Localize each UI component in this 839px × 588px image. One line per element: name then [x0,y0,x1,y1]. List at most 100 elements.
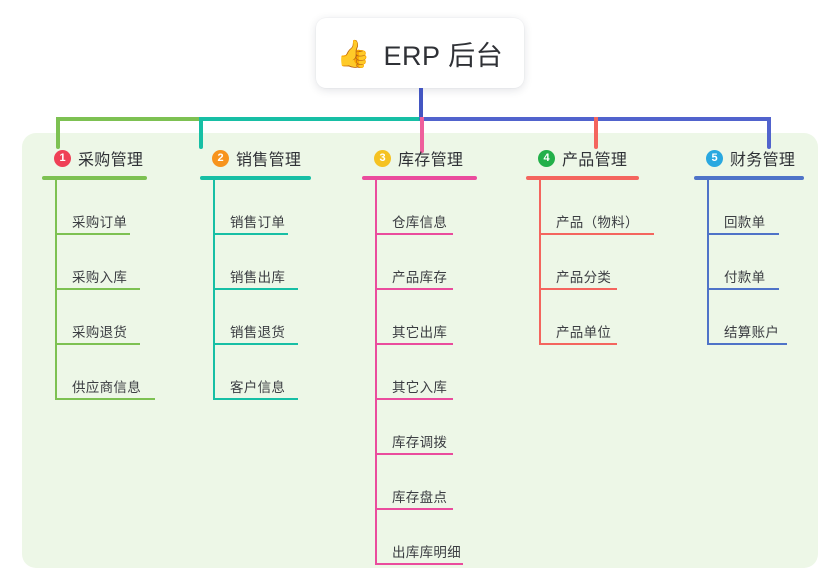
branch-vertical-rail [375,180,377,565]
branch-item-label: 仓库信息 [392,215,448,230]
branch-item-label: 采购订单 [72,215,128,230]
branch-item-label: 库存盘点 [392,490,448,505]
branch-column-3: 3 库存管理仓库信息产品库存其它出库其它入库库存调拨库存盘点出库库明细 [362,146,477,565]
branch-item[interactable]: 其它出库 [375,290,477,345]
branch-title: 库存管理 [398,152,464,169]
branch-item[interactable]: 销售订单 [213,180,311,235]
branch-item-label: 回款单 [724,215,766,230]
branch-item-underline [55,288,140,290]
thumbs-up-icon: 👍 [336,38,371,69]
branch-item-label: 销售订单 [230,215,286,230]
branch-item[interactable]: 供应商信息 [55,345,155,400]
diagram-panel [22,133,818,568]
branch-header-财务管理[interactable]: 5 财务管理 [694,146,804,170]
branch-item-underline [375,398,453,400]
branch-item-underline [55,343,140,345]
branch-item-label: 销售出库 [230,270,286,285]
branch-item[interactable]: 产品（物料） [539,180,654,235]
branch-vertical-rail [213,180,215,400]
branch-item[interactable]: 销售出库 [213,235,311,290]
branch-item-label: 采购入库 [72,270,128,285]
branch-column-1: 1 采购管理采购订单采购入库采购退货供应商信息 [42,146,155,400]
branch-item-underline [375,233,453,235]
branch-title: 采购管理 [78,152,144,169]
branch-item-label: 出库库明细 [392,545,461,560]
branch-item-underline [213,288,298,290]
branch-item-label: 付款单 [724,270,766,285]
branch-item[interactable]: 产品分类 [539,235,639,290]
branch-item[interactable]: 仓库信息 [375,180,477,235]
branch-index-badge: 2 [212,149,229,167]
branch-item[interactable]: 产品单位 [539,290,639,345]
branch-item[interactable]: 回款单 [707,180,804,235]
branch-item-label: 产品库存 [392,270,448,285]
branch-header-rule [200,176,311,180]
branch-item-underline [213,343,298,345]
root-node-title: ERP 后台 [383,40,504,71]
branch-header-rule [526,176,639,180]
branch-connector-3 [420,117,424,153]
root-stem-connector [419,88,423,120]
branch-item[interactable]: 采购退货 [55,290,147,345]
branch-header-库存管理[interactable]: 3 库存管理 [362,146,477,170]
branch-item-list: 采购订单采购入库采购退货供应商信息 [55,180,155,400]
branch-item-underline [539,233,654,235]
branch-item-label: 产品单位 [556,325,612,340]
branch-item-label: 销售退货 [230,325,286,340]
branch-index-badge: 3 [374,149,391,167]
branch-item-label: 其它入库 [392,380,448,395]
branch-item[interactable]: 付款单 [707,235,804,290]
branch-header-rule [362,176,477,180]
branch-header-采购管理[interactable]: 1 采购管理 [42,146,147,170]
branch-header-产品管理[interactable]: 4 产品管理 [526,146,639,170]
branch-item-list: 产品（物料） 产品分类产品单位 [539,180,654,345]
branch-item-underline [707,343,787,345]
branch-index-badge: 5 [706,149,723,167]
branch-item-label: 产品（物料） [556,215,639,230]
branch-item-underline [55,398,155,400]
branch-vertical-rail [55,180,57,400]
branch-item-underline [375,563,463,565]
branch-item-underline [55,233,130,235]
branch-item[interactable]: 销售退货 [213,290,311,345]
branch-item-label: 产品分类 [556,270,612,285]
branch-item[interactable]: 客户信息 [213,345,311,400]
branch-item[interactable]: 结算账户 [707,290,804,345]
branch-index-badge: 1 [54,149,71,167]
branch-item-label: 采购退货 [72,325,128,340]
branch-item[interactable]: 库存调拨 [375,400,477,455]
branch-item-underline [375,508,453,510]
branch-item[interactable]: 产品库存 [375,235,477,290]
branch-vertical-rail [539,180,541,345]
branch-item[interactable]: 库存盘点 [375,455,477,510]
branch-title: 财务管理 [730,152,796,169]
root-node-card[interactable]: 👍 ERP 后台 [316,18,524,88]
branch-header-rule [694,176,804,180]
branch-item-list: 销售订单销售出库销售退货客户信息 [213,180,311,400]
branch-item[interactable]: 采购入库 [55,235,147,290]
branch-item-list: 回款单付款单结算账户 [707,180,804,345]
branch-connector-5 [767,117,771,149]
branch-item-label: 其它出库 [392,325,448,340]
branch-item-label: 库存调拨 [392,435,448,450]
branch-vertical-rail [707,180,709,345]
branch-item-underline [375,288,453,290]
branch-item-label: 结算账户 [724,325,780,340]
branch-title: 产品管理 [562,152,628,169]
branch-connector-1 [56,117,60,149]
branch-column-4: 4 产品管理产品（物料） 产品分类产品单位 [526,146,654,345]
branch-item-underline [375,453,453,455]
branch-connector-2 [199,117,203,149]
branch-item-list: 仓库信息产品库存其它出库其它入库库存调拨库存盘点出库库明细 [375,180,477,565]
branch-item-underline [707,233,779,235]
branch-index-badge: 4 [538,149,555,167]
branch-item[interactable]: 出库库明细 [375,510,477,565]
branch-column-5: 5 财务管理回款单付款单结算账户 [694,146,804,345]
branch-item[interactable]: 采购订单 [55,180,147,235]
branch-item-underline [539,288,617,290]
branch-item[interactable]: 其它入库 [375,345,477,400]
branch-item-underline [707,288,779,290]
branch-item-underline [213,398,298,400]
